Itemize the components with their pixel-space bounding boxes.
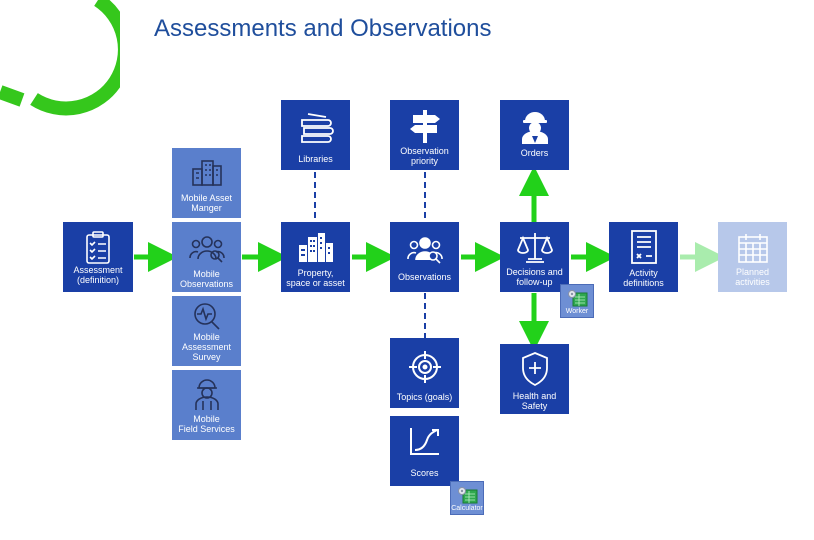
assessment-label: Assessment (definition) [73,265,123,285]
calendar-icon [737,234,768,263]
topics-label: Topics (goals) [396,392,453,402]
mobile-observations-node[interactable]: Mobile Observations [172,222,241,292]
pulse-search-icon [193,303,220,330]
calculator-badge-label: Calculator [451,505,483,512]
mobile-asset-manager-node[interactable]: Mobile Asset Manger [172,148,241,218]
property-node[interactable]: Property, space or asset [281,222,350,292]
signpost-icon [409,110,440,143]
buildings-icon [191,160,222,186]
worker-badge-label: Worker [565,308,589,315]
activity-definitions-label: Activity definitions [623,268,664,288]
books-icon [300,113,334,143]
mobile-observations-label: Mobile Observations [179,269,234,289]
decisions-label: Decisions and follow-up [506,267,563,287]
property-label: Property, space or asset [286,268,345,288]
scores-label: Scores [410,468,439,478]
shield-plus-icon [521,352,548,387]
mobile-field-services-label: Mobile Field Services [178,414,235,434]
scores-node[interactable]: Scores [390,416,459,486]
mobile-assessment-survey-node[interactable]: Mobile Assessment Survey [172,296,241,366]
worker-badge[interactable]: Worker [560,284,594,318]
decorative-ring-graphic [0,0,120,116]
people-search-icon [406,237,443,264]
decisions-follow-up-node[interactable]: Decisions and follow-up [500,222,569,292]
planned-activities-node[interactable]: Planned activities [718,222,787,292]
activity-definitions-node[interactable]: Activity definitions [609,222,678,292]
mobile-asset-manager-label: Mobile Asset Manger [180,193,233,213]
document-form-icon [630,230,657,264]
observation-priority-node[interactable]: Observation priority [390,100,459,170]
scales-icon [516,233,553,263]
people-search-icon [188,236,225,263]
trend-chart-icon [409,428,439,455]
health-safety-node[interactable]: Health and Safety [500,344,569,414]
orders-node[interactable]: Orders [500,100,569,170]
assessment-definition-node[interactable]: Assessment (definition) [63,222,133,292]
city-icon [298,233,333,262]
hard-hat-worker-icon [521,112,548,144]
gear-sheet-icon [568,290,588,307]
gear-sheet-icon [458,487,478,504]
observations-node[interactable]: Observations [390,222,459,292]
libraries-node[interactable]: Libraries [281,100,350,170]
field-worker-icon [194,379,219,410]
topics-goals-node[interactable]: Topics (goals) [390,338,459,408]
page-title: Assessments and Observations [154,15,492,42]
calculator-badge[interactable]: Calculator [450,481,484,515]
observation-priority-label: Observation priority [400,146,449,166]
target-icon [408,351,441,383]
orders-label: Orders [520,148,549,158]
mobile-assessment-survey-label: Mobile Assessment Survey [181,332,232,362]
checklist-icon [86,231,110,264]
planned-activities-label: Planned activities [735,267,770,287]
observations-label: Observations [397,272,452,282]
mobile-field-services-node[interactable]: Mobile Field Services [172,370,241,440]
health-safety-label: Health and Safety [512,391,557,411]
libraries-label: Libraries [298,154,333,164]
